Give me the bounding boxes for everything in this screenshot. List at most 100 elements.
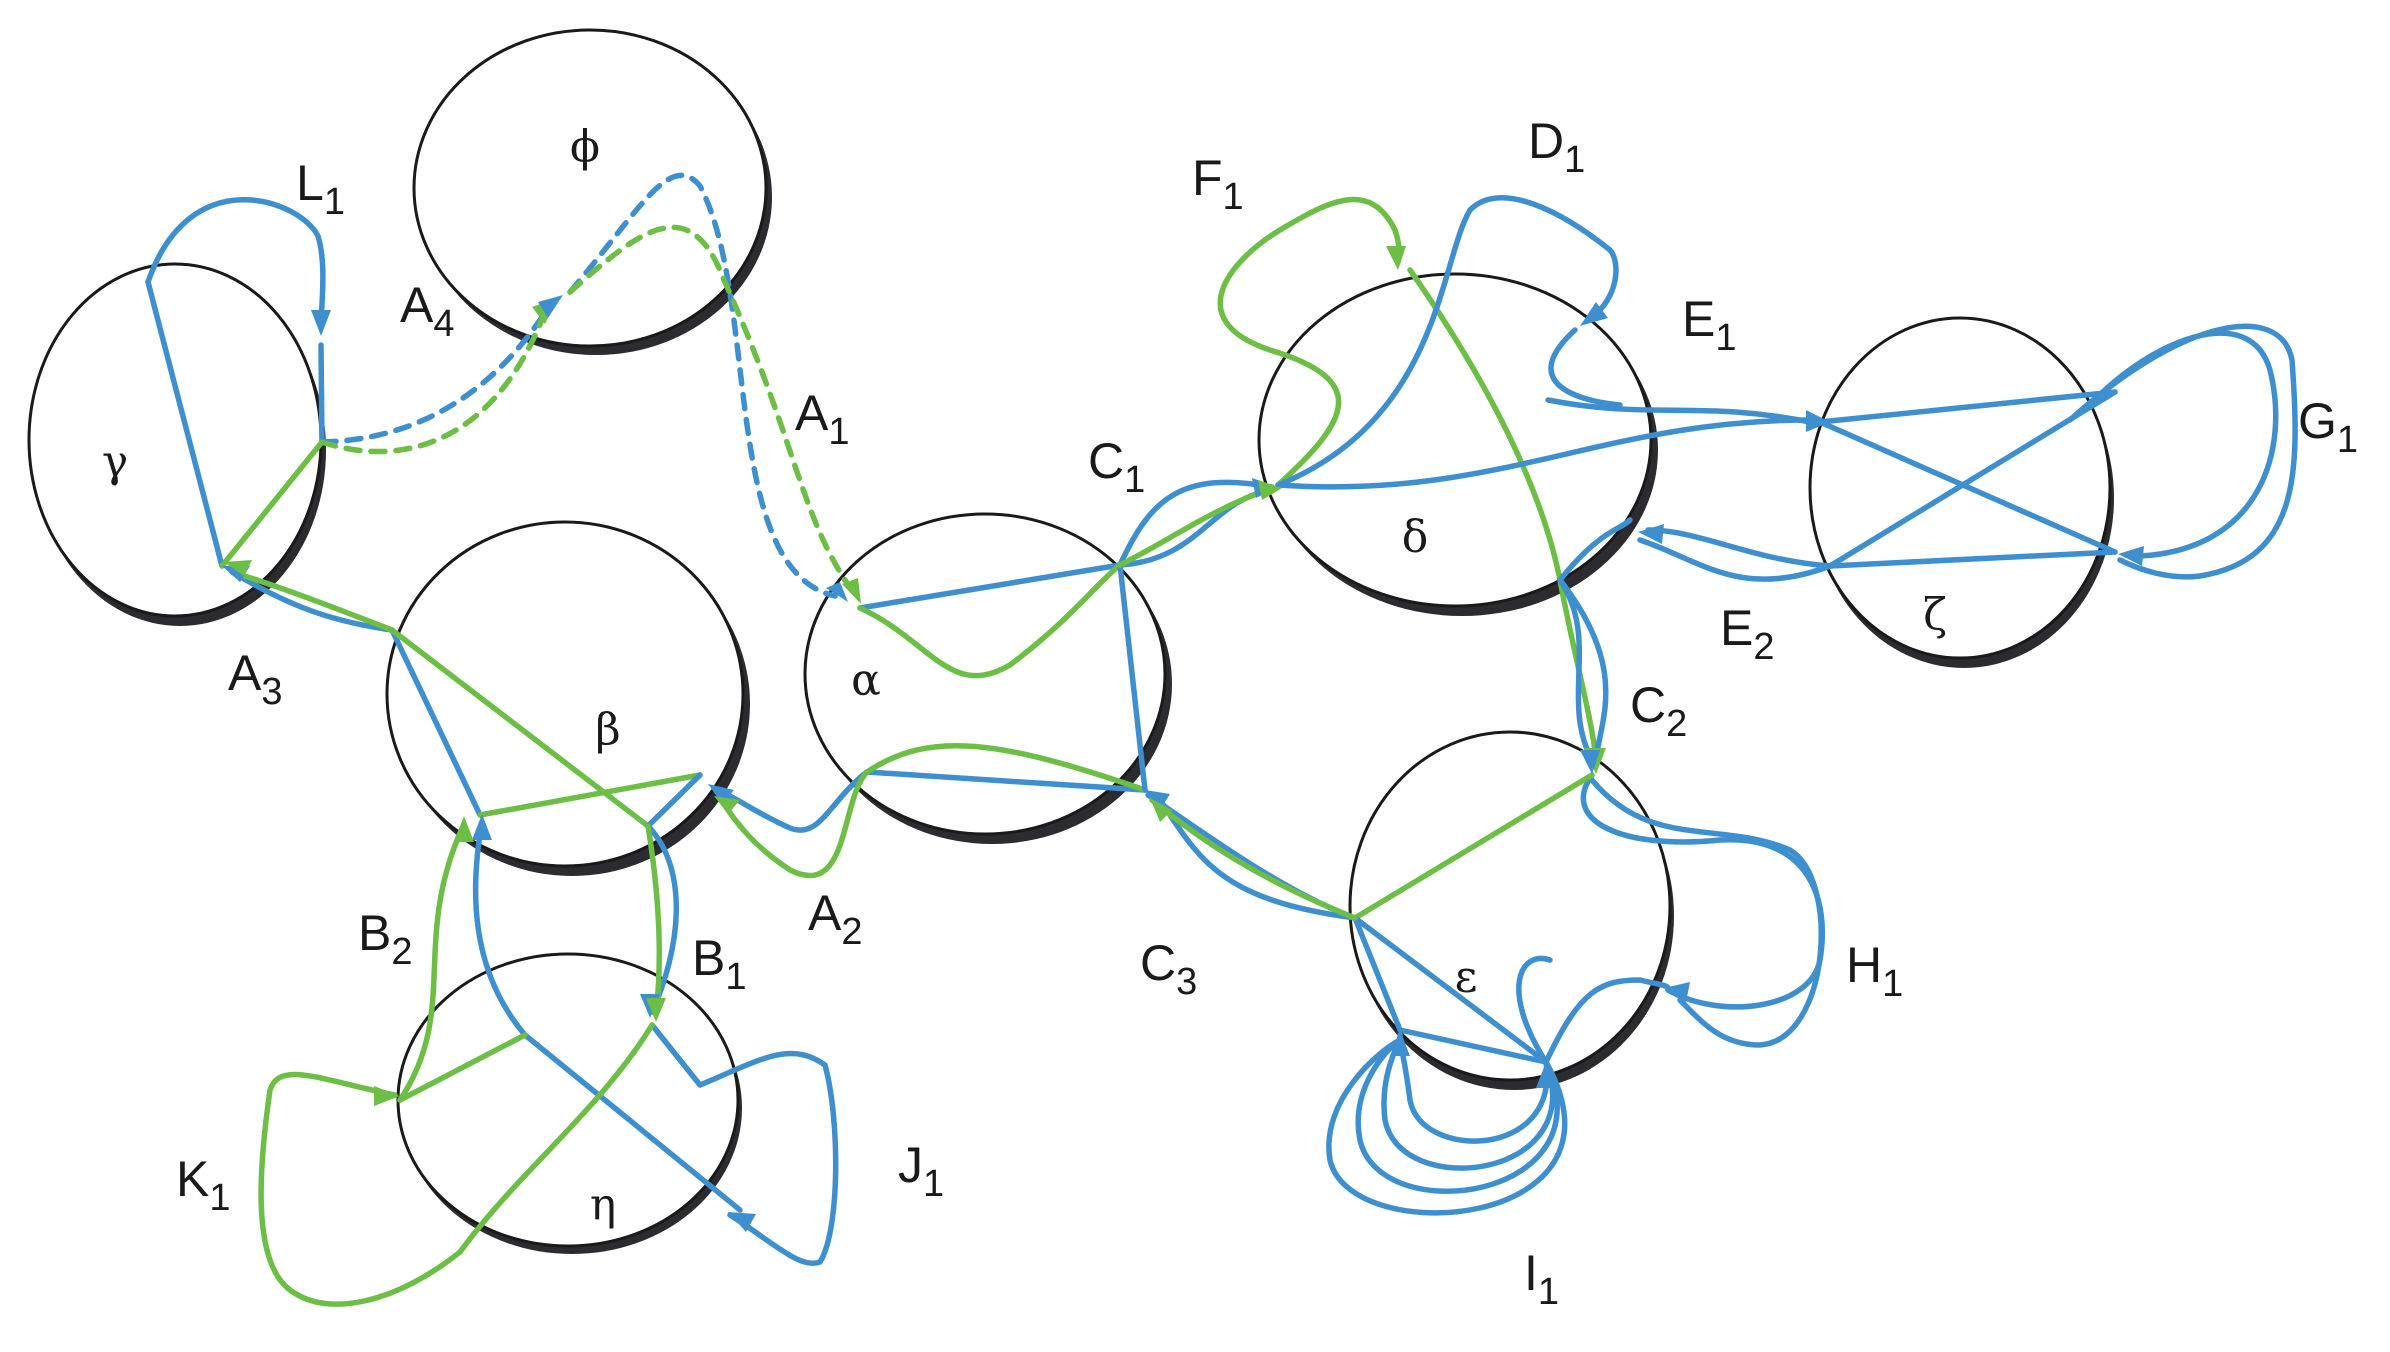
edge-alpha-bottom-green <box>864 743 1148 793</box>
edge-c3-green <box>1149 797 1358 921</box>
edge-delta-green <box>1407 267 1599 761</box>
arrowhead-k1 <box>374 1086 400 1106</box>
edge-b1-blue <box>645 823 680 1015</box>
edge-label-k1: K1 <box>176 1151 231 1219</box>
arrowhead-d1 <box>1580 302 1608 326</box>
edge-label-e2: E2 <box>1720 600 1775 668</box>
edge-c1-blue-1 <box>1117 479 1275 568</box>
node-phi: ϕ <box>412 28 772 355</box>
node-zeta-label: ζ <box>1923 590 1947 641</box>
edge-label-a4: A4 <box>400 277 455 345</box>
edge-c2-blue-1 <box>1557 577 1595 763</box>
arrowhead-b1-green <box>646 998 666 1022</box>
edge-label-a1: A1 <box>795 385 850 453</box>
edge-eta-green-1 <box>397 1032 528 1103</box>
edge-eta-blue-1 <box>522 1032 743 1213</box>
node-beta-label: β <box>595 705 620 756</box>
edge-beta-blue-2 <box>645 772 703 829</box>
edge-label-b2: B2 <box>358 905 413 973</box>
edge-label-l1: L1 <box>296 155 345 223</box>
edge-a4-green <box>319 309 548 455</box>
edge-d1-loop <box>1275 195 1619 488</box>
edge-i1-loop-2 <box>1381 1037 1556 1171</box>
edge-e2-blue-2 <box>1637 537 1833 582</box>
edge-d1-tail <box>1548 327 1623 408</box>
edge-alpha-curve <box>857 562 1123 679</box>
arrowhead-f1 <box>1386 246 1406 270</box>
arrowheads-layer <box>222 246 2144 1232</box>
edge-zeta-bottom <box>1827 549 2118 569</box>
edge-gamma-right <box>318 342 325 445</box>
node-delta-label: δ <box>1402 512 1429 563</box>
edge-label-j1: J1 <box>898 1137 944 1205</box>
edge-c1-green <box>1117 485 1275 568</box>
edge-h1-loop-1 <box>1580 772 1826 1010</box>
edge-gamma-chord <box>145 279 225 569</box>
arrowhead-e1 <box>1806 410 1830 432</box>
arrowhead-j1 <box>728 1212 756 1232</box>
edge-i1-loop-3 <box>1355 1037 1560 1194</box>
edge-epsilon-blue-2 <box>1352 915 1403 1033</box>
edge-epsilon-blue-3 <box>1397 1027 1549 1065</box>
edge-alpha-bottom <box>864 769 1148 793</box>
edge-zeta-cross-1 <box>1817 419 2118 555</box>
edge-a2-green <box>717 769 870 879</box>
edge-a1-blue <box>567 172 838 599</box>
edge-label-c3: C3 <box>1140 935 1197 1003</box>
edge-g1-loop-2 <box>2067 323 2298 580</box>
edge-epsilon-green <box>1352 772 1595 921</box>
edge-eta-blue-2 <box>649 1022 703 1088</box>
edge-epsilon-blue-5 <box>1516 955 1553 1065</box>
edge-label-c2: C2 <box>1630 677 1687 745</box>
edge-label-i1: I1 <box>1524 1245 1559 1313</box>
edge-label-f1: F1 <box>1192 150 1244 218</box>
edge-e2-blue-1 <box>1645 527 1833 569</box>
node-alpha-label: α <box>851 655 881 706</box>
arrowhead-a2-blue <box>708 784 734 804</box>
edge-label-c1: C1 <box>1088 433 1145 501</box>
edge-b2-blue <box>472 819 528 1038</box>
edge-i1-loop-4 <box>1326 1037 1568 1216</box>
arrowhead-i1-left <box>1390 1030 1410 1056</box>
arrowhead-a4-blue <box>538 295 563 318</box>
edge-e1-blue-2 <box>1545 397 1813 425</box>
edge-label-h1: H1 <box>1846 937 1903 1005</box>
arrowhead-c1-green <box>1258 480 1282 500</box>
node-beta: β <box>385 520 750 876</box>
edge-a1-green <box>567 224 859 599</box>
edge-k1-loop <box>258 1071 463 1307</box>
arrowhead-l1 <box>311 310 331 336</box>
arrowhead-a2-green <box>714 796 740 814</box>
edges-layer <box>145 172 2298 1307</box>
node-zeta: ζ <box>1808 316 2114 668</box>
edge-label-g1: G1 <box>2298 393 2358 461</box>
edge-a3-green <box>229 569 395 633</box>
edge-l1-loop <box>145 197 326 325</box>
node-eta: η <box>396 952 742 1254</box>
edge-labels: L1 A4 A1 A3 A2 C1 F1 D1 E1 G1 E2 C2 C3 H… <box>176 113 2358 1313</box>
edge-alpha-right <box>1117 562 1148 793</box>
edge-a4-blue <box>319 302 553 445</box>
arrowhead-g1 <box>2118 546 2144 566</box>
edge-epsilon-blue-1 <box>1352 915 1549 1065</box>
edge-j1-loop <box>697 1050 839 1267</box>
node-epsilon-label: ε <box>1455 952 1478 1003</box>
arrowhead-i1-right <box>1536 1062 1556 1088</box>
edge-c2-blue-3 <box>1557 517 1633 583</box>
edge-zeta-top <box>1817 389 2118 425</box>
arrowhead-a1-green <box>842 578 861 604</box>
edge-alpha-top <box>857 562 1123 611</box>
arrowhead-c3-blue <box>1145 790 1170 810</box>
edge-h1-loop-2 <box>1589 777 1824 1048</box>
arrowhead-b2-green <box>454 816 474 842</box>
arrowhead-b2-blue <box>472 814 492 840</box>
edge-gamma-green <box>219 439 325 569</box>
node-eta-label: η <box>590 1180 616 1231</box>
edge-epsilon-blue-4 <box>1543 977 1671 1065</box>
edge-c3-blue-1 <box>1145 792 1358 921</box>
edge-f1-loop <box>1217 196 1402 488</box>
arrowhead-e2 <box>1638 524 1664 544</box>
node-gamma: γ <box>27 262 326 626</box>
edge-label-a3: A3 <box>228 645 283 713</box>
